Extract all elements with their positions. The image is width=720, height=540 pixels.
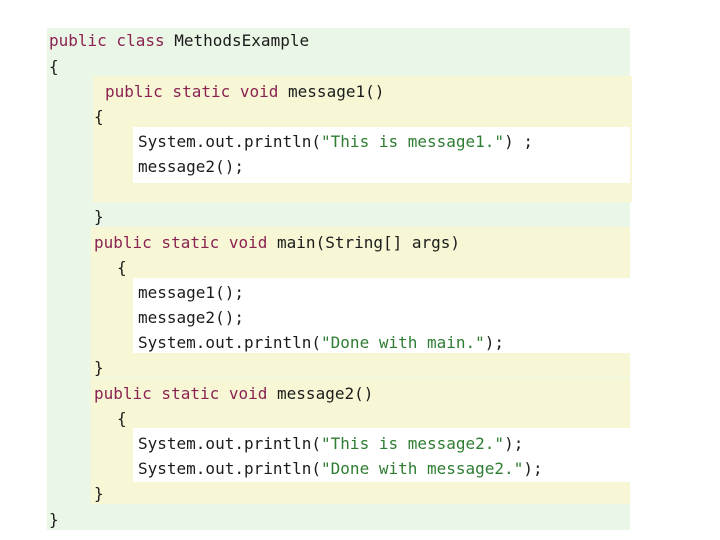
method-close-brace-message1: } [94,207,104,226]
method-keywords: public static void [105,82,289,101]
method-name: message1() [288,82,385,101]
string-literal: "This is message1." [321,132,505,151]
code-line: System.out.println("Done with main."); [138,333,505,352]
code-line: System.out.println("This is message2."); [138,434,524,453]
code-line: System.out.println("Done with message2."… [138,459,543,478]
method-header-main: public static void main(String[] args) [94,230,460,255]
code-line: message2(); [138,308,244,327]
code-line: message1(); [138,283,244,302]
method-open-brace-message2: { [117,409,127,428]
method-open-brace-message1: { [94,107,104,126]
method-body-panel-message1 [133,127,630,183]
code-line: System.out.println("This is message1.") … [138,132,533,151]
method-close-brace-message2: } [94,484,104,503]
method-body-panel-message2 [133,428,630,482]
method-header-message1: public static void message1() [105,79,384,104]
class-header: public class MethodsExample [49,28,309,53]
method-header-message2: public static void message2() [94,381,373,406]
method-name: message2() [277,384,374,403]
class-name: MethodsExample [174,31,310,50]
method-name: main(String[] args) [277,233,461,252]
code-line: message2(); [138,157,244,176]
string-literal: "Done with main." [321,333,485,352]
string-literal: "This is message2." [321,434,505,453]
string-literal: "Done with message2." [321,459,524,478]
method-body-panel-main [133,278,630,353]
method-close-brace-main: } [94,358,104,377]
class-open-brace: { [49,57,59,76]
method-keywords: public static void [94,233,278,252]
method-keywords: public static void [94,384,278,403]
class-close-brace: } [49,510,59,529]
class-keywords: public class [49,31,175,50]
method-open-brace-main: { [117,258,127,277]
